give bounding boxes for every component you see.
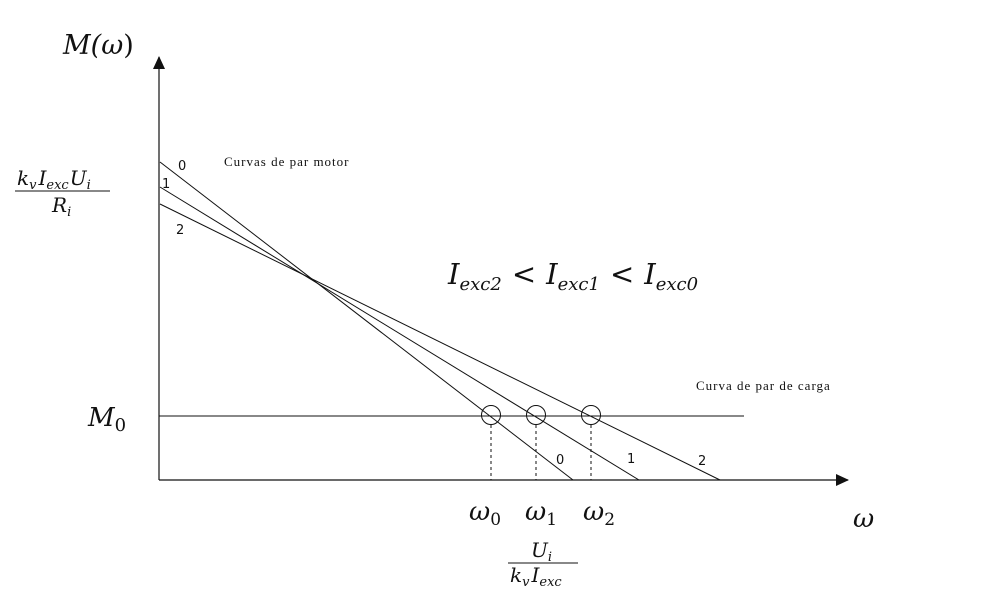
y-axis-label: M(ω)	[62, 30, 134, 61]
motor-curve-2	[159, 203, 721, 481]
excitation-inequality: Iexc2<Iexc1<Iexc0	[447, 257, 698, 295]
load-curve-title: Curva de par de carga	[696, 378, 831, 393]
curve-0-label-right: 0	[556, 453, 564, 468]
curve-0-label-left: 0	[178, 159, 186, 174]
curve-1-label-right: 1	[627, 452, 635, 467]
curve-2-label-right: 2	[698, 454, 706, 469]
operating-point-1	[526, 405, 546, 425]
curve-2-label-left: 2	[176, 223, 184, 238]
omega-0-label: ω0	[469, 497, 501, 530]
svg-text:Ri: Ri	[51, 193, 71, 220]
load-level-label: M0	[87, 403, 126, 436]
motor-curve-1	[159, 186, 640, 481]
operating-point-0	[481, 405, 501, 425]
operating-point-2	[581, 405, 601, 425]
motor-curves-title: Curvas de par motor	[224, 154, 350, 169]
curve-1-label-left: 1	[162, 177, 170, 192]
x-axis-label: ω	[853, 504, 874, 534]
omega-1-label: ω1	[525, 497, 557, 530]
omega-2-label: ω2	[583, 497, 615, 530]
motor-curve-0	[159, 161, 574, 481]
svg-text:Ui: Ui	[531, 538, 552, 565]
